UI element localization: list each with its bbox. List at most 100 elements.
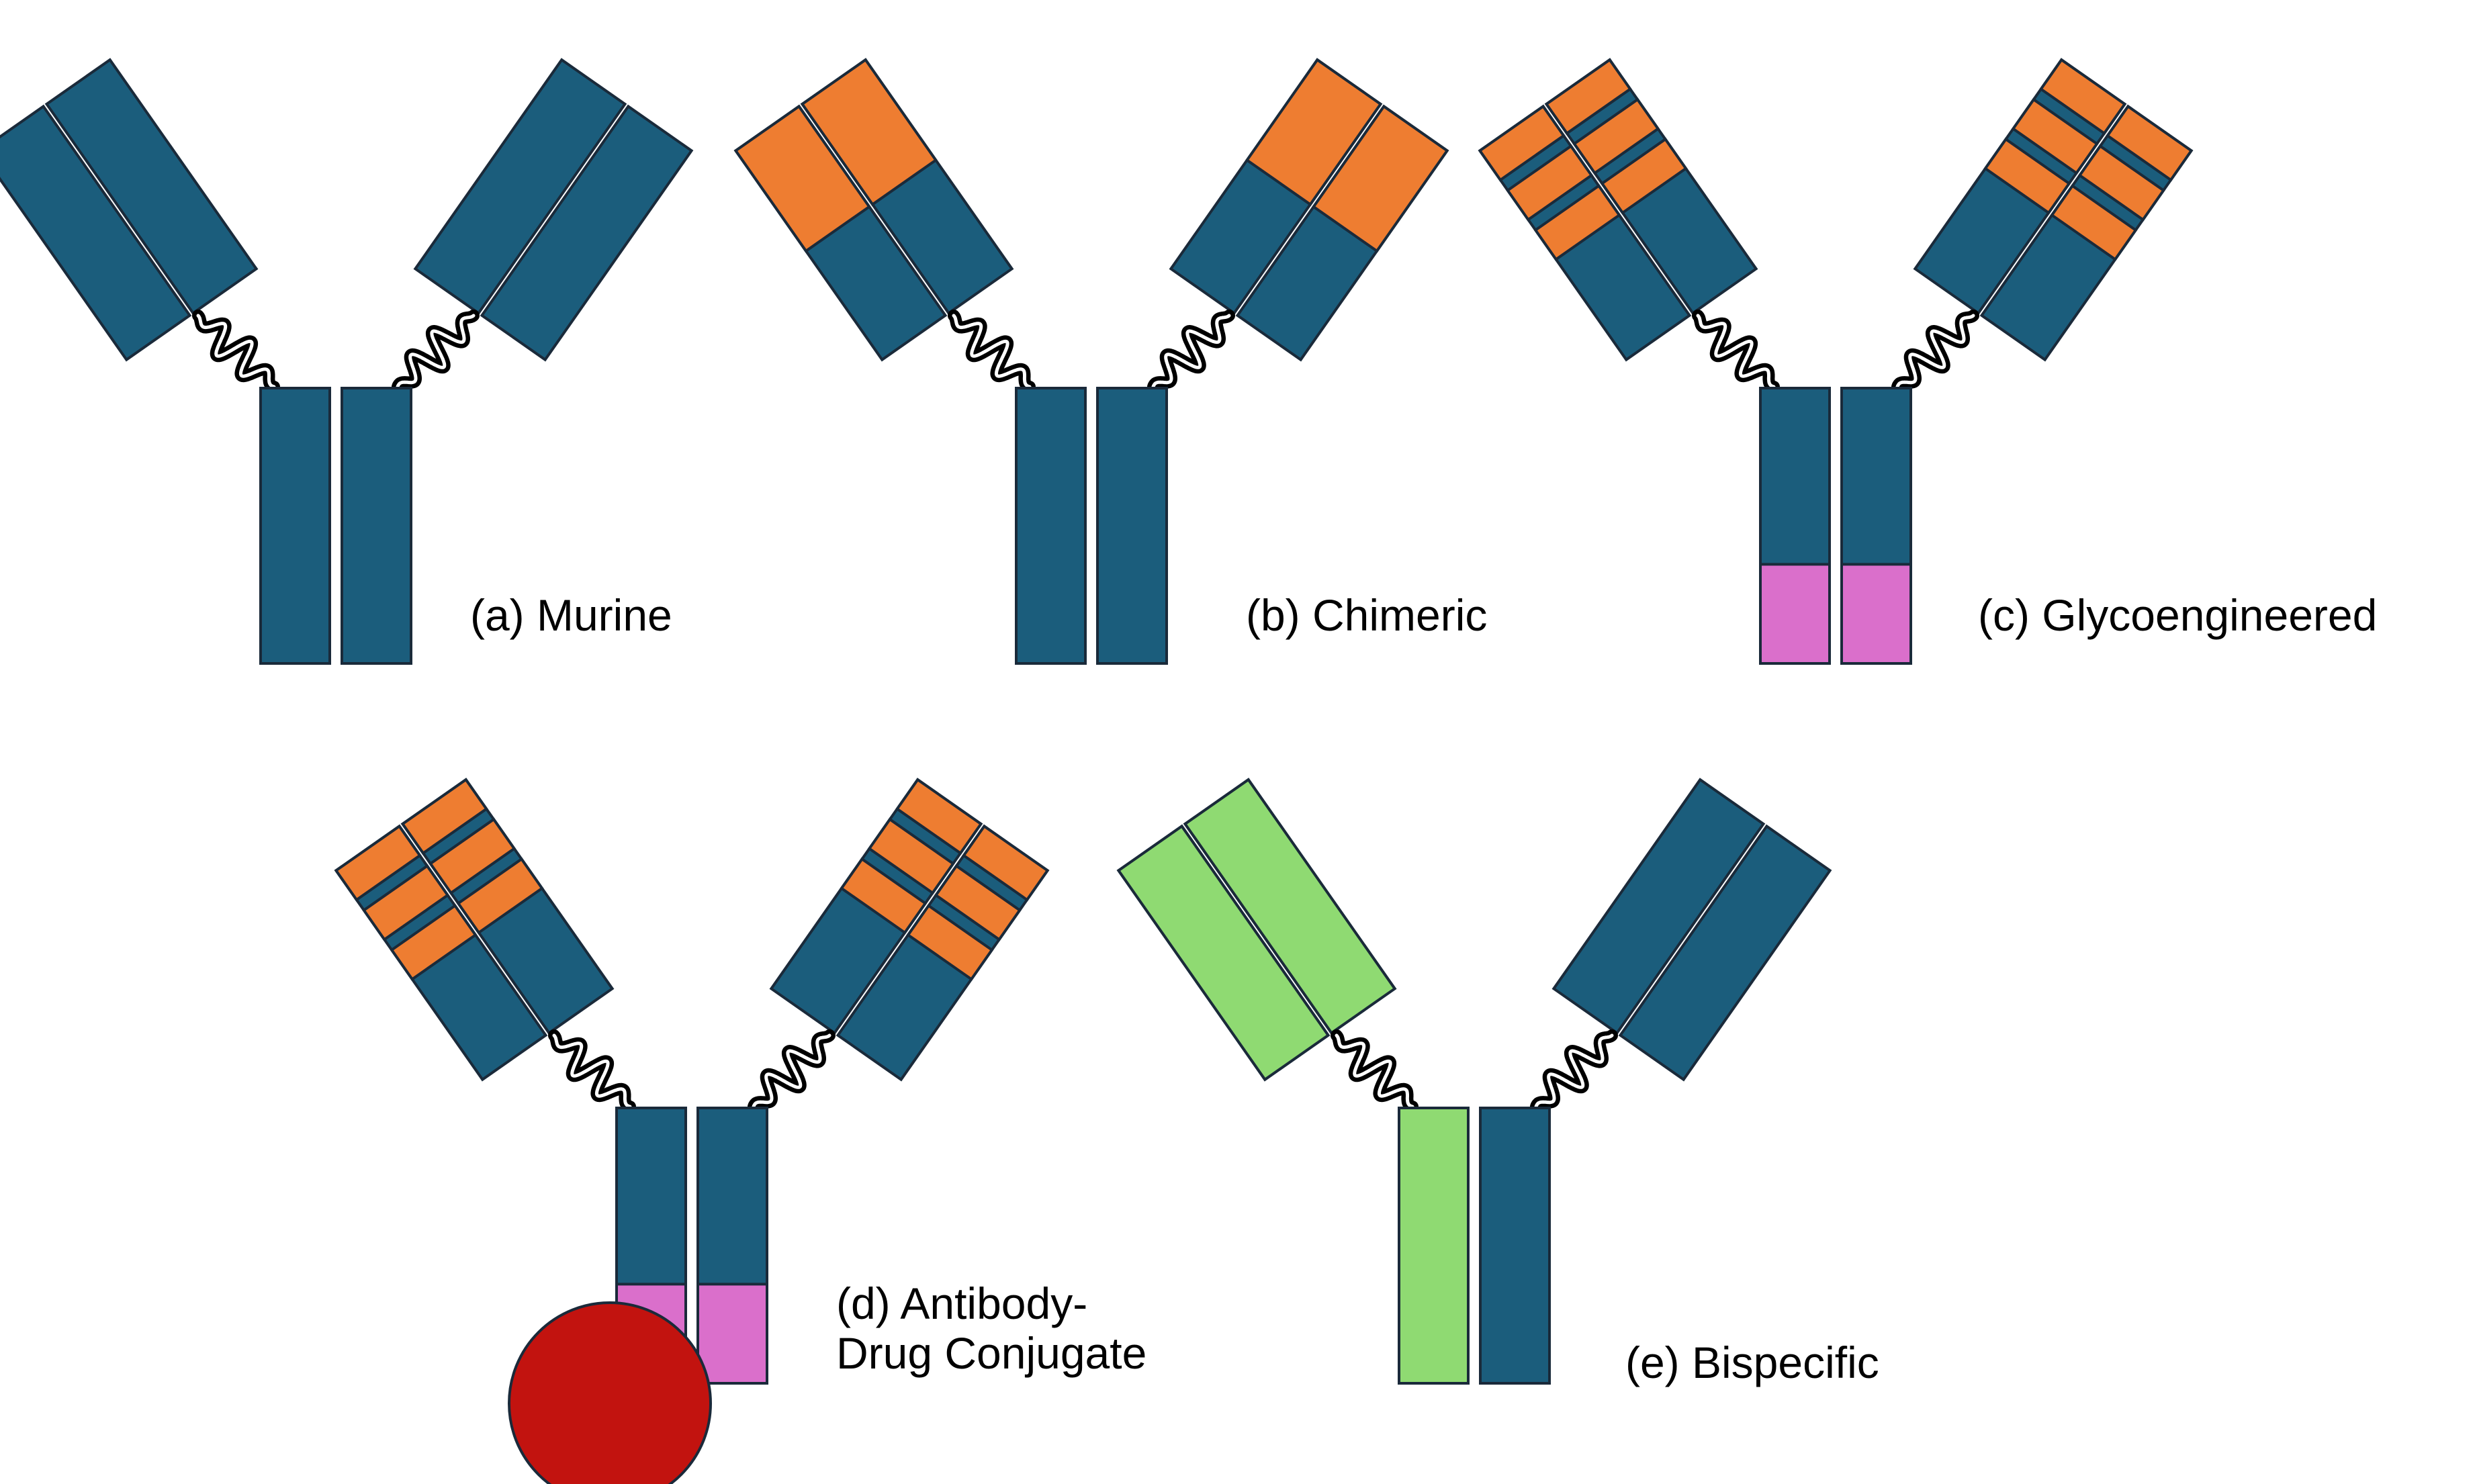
antibody-drug-conjugate-left-arm — [334, 778, 615, 1082]
caption-adc-line-2: Drug Conjugate — [836, 1328, 1147, 1378]
antibody-murine-right-arm-heavy-chain-body — [480, 104, 694, 362]
antibody-bispecific-right-arm-heavy-chain-body — [1618, 824, 1832, 1082]
antibody-drug-conjugate-right-arm-heavy-chain — [836, 824, 1050, 1082]
antibody-murine-left-arm-heavy-chain — [44, 58, 259, 316]
antibody-drug-conjugate-right-arm-light-chain-segment-2 — [840, 857, 928, 935]
antibody-murine-right-arm — [413, 58, 694, 362]
antibody-chimeric-left-arm-heavy-chain — [800, 58, 1014, 316]
antibody-chimeric-left-stem-body — [1015, 387, 1087, 665]
caption-antibody-drug-conjugate: (d) Antibody- Drug Conjugate — [836, 1279, 1146, 1379]
antibody-drug-conjugate-right-arm-light-chain-segment-0 — [895, 778, 983, 855]
caption-chimeric: (b) Chimeric — [1246, 590, 1488, 640]
antibody-murine-right-stem — [341, 387, 412, 665]
antibody-drug-conjugate-left-arm-heavy-chain-segment-0 — [400, 778, 489, 855]
antibody-drug-conjugate-left-arm-heavy-chain — [400, 778, 615, 1035]
antibody-murine — [0, 58, 694, 665]
antibody-chimeric-left-hinge — [948, 310, 1036, 393]
antibody-glycoengineered-left-arm-heavy-chain-segment-1 — [1572, 97, 1660, 175]
antibody-drug-conjugate-left-arm-light-chain — [334, 824, 548, 1082]
caption-bispecific: (e) Bispecific — [1625, 1338, 1879, 1387]
antibody-bispecific-right-arm — [1551, 778, 1832, 1082]
antibody-murine-left-arm-heavy-chain-body — [44, 58, 259, 316]
antibody-bispecific-left-stem — [1398, 1107, 1470, 1385]
antibody-chimeric-left-arm-heavy-chain-segment-0 — [800, 58, 938, 207]
antibody-drug-conjugate-left-hinge-core — [552, 1033, 632, 1109]
antibody-bispecific-left-arm-light-chain — [1116, 824, 1331, 1082]
antibody-murine-left-stem — [259, 387, 331, 665]
antibody-glycoengineered-left-arm-light-chain-segment-1 — [1506, 144, 1594, 222]
antibody-chimeric-left-stem — [1015, 387, 1087, 665]
antibody-bispecific-right-arm-light-chain-body — [1551, 778, 1766, 1035]
antibody-chimeric-right-arm-heavy-chain — [1235, 104, 1449, 362]
antibody-chimeric-right-stem — [1096, 387, 1168, 665]
antibody-glycoengineered-right-arm-heavy-chain-segment-1 — [2077, 144, 2165, 222]
caption-adc-line-1: (d) Antibody- — [836, 1279, 1088, 1328]
antibody-glycoengineered-right-arm-heavy-chain-segment-2 — [2050, 183, 2138, 262]
antibody-chimeric-left-arm-light-chain-segment-0 — [733, 104, 871, 253]
antibody-glycoengineered-left-arm-light-chain — [1478, 104, 1692, 362]
antibody-bispecific-right-arm-heavy-chain — [1618, 824, 1832, 1082]
antibody-glycoengineered-left-arm-light-chain-segment-0 — [1478, 104, 1566, 182]
antibody-drug-conjugate-left-arm-light-chain-segment-2 — [390, 903, 478, 982]
antibody-glycoengineered-left-arm-heavy-chain-segment-2 — [1600, 137, 1688, 215]
antibody-drug-conjugate-right-hinge — [748, 1029, 836, 1113]
antibody-glycoengineered-left-arm-heavy-chain-segment-0 — [1544, 58, 1633, 136]
antibody-glycoengineered-left-stem-fc — [1759, 563, 1831, 665]
antibody-murine-right-arm-light-chain-body — [413, 58, 627, 316]
caption-glycoengineered: (c) Glycoengineered — [1978, 590, 2378, 640]
antibody-bispecific-right-arm-light-chain — [1551, 778, 1766, 1035]
antibody-murine-right-hinge-core — [396, 314, 476, 389]
antibody-glycoengineered-left-hinge — [1692, 310, 1780, 393]
antibody-bispecific-right-hinge — [1530, 1029, 1618, 1113]
antibody-bispecific-left-stem-body — [1398, 1107, 1470, 1385]
antibody-murine-left-hinge-core — [196, 314, 276, 389]
antibody-drug-conjugate-right-arm-light-chain-segment-1 — [867, 817, 955, 895]
antibody-bispecific-left-arm — [1116, 778, 1397, 1082]
antibody-drug-conjugate-drug-payload — [508, 1301, 712, 1484]
antibody-glycoengineered-left-arm-heavy-chain — [1544, 58, 1758, 316]
antibody-chimeric-right-arm — [1169, 58, 1449, 362]
antibody-drug-conjugate-left-arm-light-chain-segment-0 — [334, 824, 422, 902]
antibody-glycoengineered-right-arm — [1913, 58, 2194, 362]
antibody-chimeric-right-arm-light-chain-segment-0 — [1245, 58, 1383, 207]
antibody-chimeric-right-hinge — [1147, 310, 1235, 393]
antibody-murine-left-arm — [0, 58, 259, 362]
antibody-murine-right-stem-body — [341, 387, 412, 665]
antibody-bispecific-left-arm-heavy-chain-segment-0 — [1183, 778, 1397, 1035]
antibody-chimeric-left-hinge-core — [952, 314, 1032, 389]
antibody-glycoengineered-left-hinge-core — [1696, 314, 1776, 389]
antibody-chimeric-right-hinge-core — [1151, 314, 1231, 389]
antibody-bispecific-left-arm-light-chain-segment-0 — [1116, 824, 1331, 1082]
antibody-glycoengineered-right-arm-heavy-chain-segment-0 — [2106, 104, 2194, 182]
antibody-drug-conjugate-left-arm-heavy-chain-segment-1 — [429, 817, 516, 895]
antibody-bispecific — [1116, 778, 1832, 1385]
antibody-glycoengineered-right-stem — [1840, 387, 1912, 665]
antibody-bispecific-right-stem-body — [1479, 1107, 1551, 1385]
antibody-drug-conjugate-left-arm-heavy-chain-segment-2 — [456, 857, 544, 935]
antibody-drug-conjugate-right-hinge-core — [752, 1033, 831, 1109]
antibody-murine-left-arm-light-chain — [0, 104, 192, 362]
antibody-glycoengineered-left-arm-light-chain-segment-2 — [1533, 183, 1621, 262]
antibody-bispecific-right-stem — [1479, 1107, 1551, 1385]
antibody-glycoengineered-right-arm-light-chain-segment-0 — [2038, 58, 2127, 136]
antibody-glycoengineered-right-hinge — [1891, 310, 1979, 393]
antibody-glycoengineered — [1478, 58, 2194, 665]
antibody-bispecific-right-hinge-core — [1534, 1033, 1614, 1109]
antibody-drug-conjugate-right-arm-heavy-chain-segment-0 — [962, 824, 1050, 902]
antibody-chimeric — [733, 58, 1449, 665]
antibody-chimeric-right-arm-light-chain — [1169, 58, 1383, 316]
antibody-chimeric-right-arm-heavy-chain-segment-0 — [1312, 104, 1449, 253]
antibody-drug-conjugate-right-arm-heavy-chain-segment-1 — [934, 864, 1022, 941]
antibody-murine-left-arm-light-chain-body — [0, 104, 192, 362]
antibody-chimeric-right-stem-body — [1096, 387, 1168, 665]
antibody-glycoengineered-left-stem — [1759, 387, 1831, 665]
antibody-drug-conjugate — [334, 778, 1050, 1484]
antibody-drug-conjugate-left-arm-light-chain-segment-1 — [362, 864, 450, 941]
antibody-chimeric-left-arm — [733, 58, 1014, 362]
antibody-glycoengineered-right-hinge-core — [1895, 314, 1975, 389]
antibody-murine-left-stem-body — [259, 387, 331, 665]
antibody-bispecific-left-hinge-core — [1335, 1033, 1414, 1109]
antibody-glycoengineered-right-arm-light-chain-segment-2 — [1983, 137, 2071, 215]
antibody-drug-conjugate-right-stem-fc — [696, 1283, 768, 1385]
